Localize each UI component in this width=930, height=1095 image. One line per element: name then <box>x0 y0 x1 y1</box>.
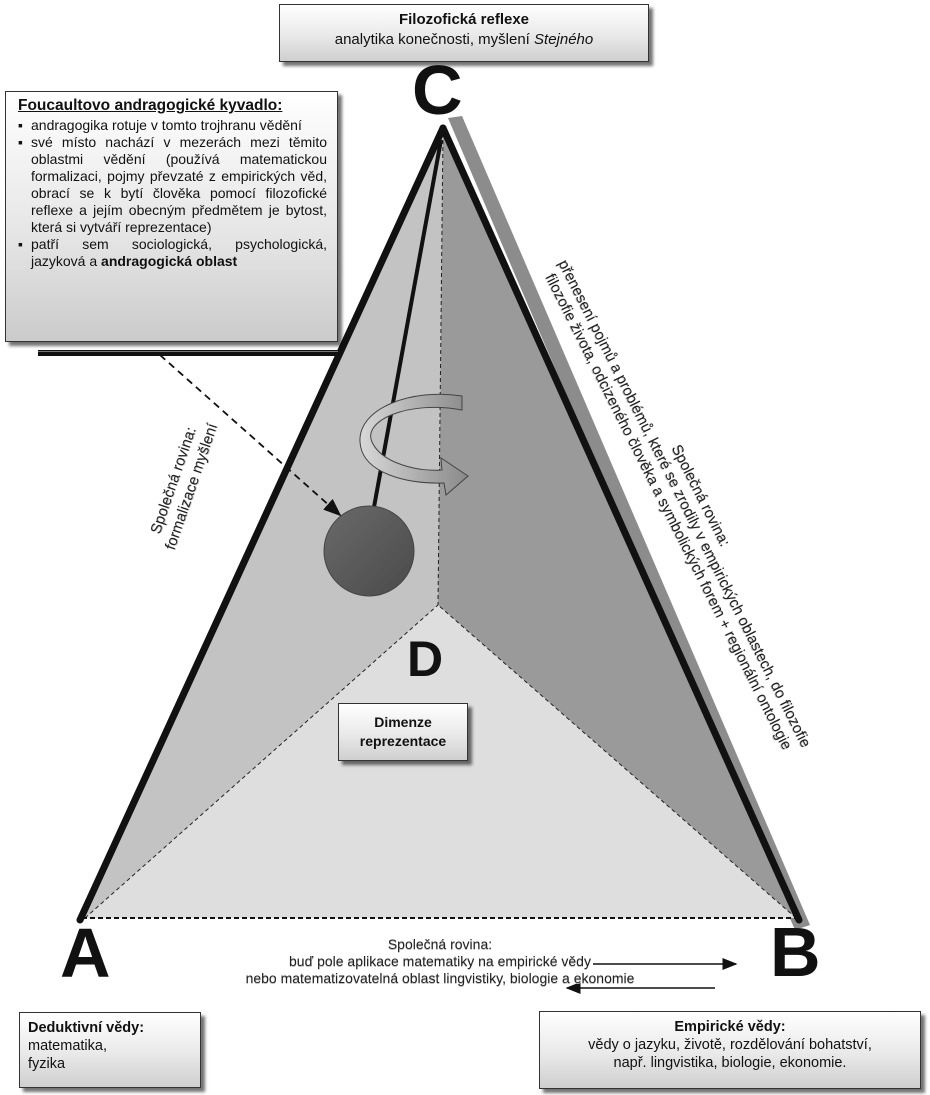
empirical-line2: např. lingvistika, biologie, ekonomie. <box>613 1055 847 1071</box>
subtitle-italic: Stejného <box>534 31 594 48</box>
philosophical-reflection-subtitle: analytika konečnosti, myšlení Stejného <box>280 30 648 50</box>
pendulum-info-title: Foucaultovo andragogické kyvadlo: <box>18 97 283 114</box>
empirical-title: Empirické vědy: <box>674 1019 786 1035</box>
item3-bold: andragogická oblast <box>101 253 238 269</box>
deductive-title: Deduktivní vědy: <box>28 1020 145 1036</box>
inner-edge-cd <box>437 132 444 606</box>
list-item: patří sem sociologická, psychologická, j… <box>18 236 327 270</box>
empirical-line1: vědy o jazyku, životě, rozdělování bohat… <box>588 1037 872 1053</box>
edge-shadow <box>448 116 810 930</box>
dashed-arrow <box>159 354 342 517</box>
vertex-label-d: D <box>407 631 444 687</box>
vertex-label-b: B <box>770 913 821 991</box>
philosophical-reflection-box: Filozofická reflexe analytika konečnosti… <box>279 4 649 62</box>
list-item: andragogika rotuje v tomto trojhranu věd… <box>18 117 327 134</box>
vertex-label-a: A <box>60 914 111 992</box>
deductive-line2: fyzika <box>28 1056 66 1072</box>
item3-plain: patří sem sociologická, psychologická, j… <box>31 236 327 269</box>
dimension-line2: reprezentace <box>359 733 447 749</box>
bottom-plane-label: Společná rovina: buď pole aplikace matem… <box>160 936 720 987</box>
pendulum-info-list: andragogika rotuje v tomto trojhranu věd… <box>18 117 327 270</box>
deductive-line1: matematika, <box>28 1038 107 1054</box>
subtitle-plain: analytika konečnosti, myšlení <box>334 31 535 48</box>
vertex-label-c: C <box>412 51 463 129</box>
suspension-bar-highlight <box>38 351 338 352</box>
empirical-sciences-box: Empirické vědy: vědy o jazyku, životě, r… <box>539 1011 921 1089</box>
edge-ca <box>76 124 447 924</box>
base-face <box>85 605 796 918</box>
pendulum-bob <box>323 505 415 597</box>
dimension-box: Dimenze reprezentace <box>338 703 468 761</box>
bottom-plane-line1: Společná rovina: <box>387 936 493 952</box>
philosophical-reflection-title: Filozofická reflexe <box>398 11 530 28</box>
dimension-line1: Dimenze <box>374 714 432 730</box>
inner-edge-bd <box>437 604 797 919</box>
pendulum-info-box: Foucaultovo andragogické kyvadlo: andrag… <box>5 91 338 342</box>
suspension-bar <box>38 350 338 356</box>
edge-cb <box>439 124 803 924</box>
inner-edge-ad <box>84 604 439 919</box>
rotation-arrow-icon <box>359 393 469 496</box>
list-item: své místo nachází v mezerách mezi těmito… <box>18 134 327 236</box>
bottom-plane-line2: buď pole aplikace matematiky na empirick… <box>289 953 591 969</box>
pendulum-rod <box>370 139 443 519</box>
deductive-sciences-box: Deduktivní vědy: matematika, fyzika <box>19 1012 201 1088</box>
bottom-plane-line3: nebo matematizovatelná oblast lingvistik… <box>245 970 635 986</box>
